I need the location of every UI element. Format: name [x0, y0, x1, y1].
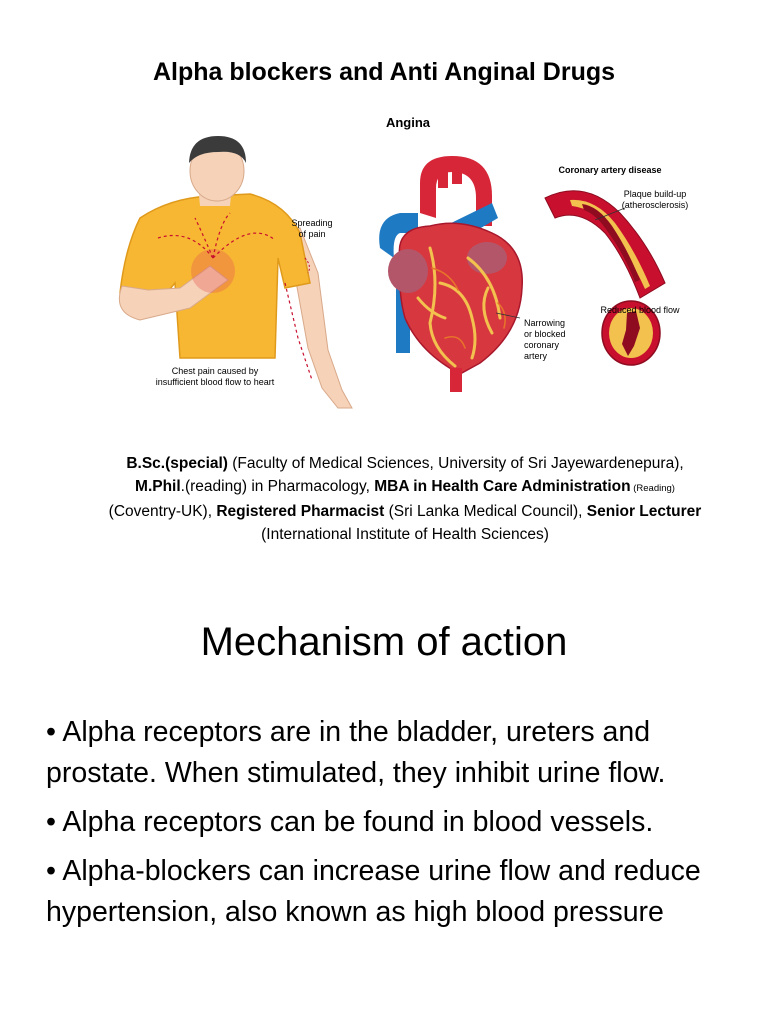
plaque-label-line2: (atherosclerosis): [622, 200, 689, 210]
heart-label-line2: or blocked: [524, 329, 566, 339]
angina-heading: Angina: [386, 115, 431, 130]
degree-mba: MBA in Health Care Administration: [374, 478, 631, 495]
position-lecturer: Senior Lecturer: [586, 503, 702, 520]
bullet-item: • Alpha receptors can be found in blood …: [46, 806, 654, 838]
heart-icon: [379, 156, 523, 392]
bullet-item: • Alpha-blockers can increase urine flow…: [46, 855, 701, 928]
spreading-label-line2: of pain: [298, 229, 325, 239]
author-credentials: B.Sc.(special) (Faculty of Medical Scien…: [60, 452, 750, 546]
spreading-arrow-icon: [304, 257, 310, 274]
bullet-item: • Alpha receptors are in the bladder, ur…: [46, 716, 666, 789]
person-figure: [118, 136, 353, 409]
degree-bsc-detail: (Faculty of Medical Sciences, University…: [227, 455, 684, 472]
angina-illustration: Angina Spreading of pain Chest pain caus…: [118, 115, 689, 409]
bullet-list: • Alpha receptors are in the bladder, ur…: [46, 712, 746, 941]
registration-pharmacist: Registered Pharmacist: [216, 503, 385, 520]
chest-pain-caption-line1: Chest pain caused by: [172, 366, 259, 376]
degree-mba-detail: (Coventry-UK),: [108, 503, 217, 520]
registration-detail: (Sri Lanka Medical Council),: [384, 503, 587, 520]
degree-bsc: B.Sc.(special): [126, 455, 228, 472]
chest-pain-caption-line2: insufficient blood flow to heart: [156, 377, 275, 387]
spreading-label-line1: Spreading: [291, 218, 332, 228]
reduced-flow-label: Reduced blood flow: [600, 305, 680, 315]
degree-mphil: M.Phil: [135, 478, 181, 495]
heart-label-line4: artery: [524, 351, 548, 361]
position-detail: (International Institute of Health Scien…: [261, 526, 549, 543]
heart-label-line3: coronary: [524, 340, 560, 350]
plaque-label-line1: Plaque build-up: [624, 189, 687, 199]
cad-heading: Coronary artery disease: [558, 165, 661, 175]
degree-mba-note: (Reading): [630, 483, 675, 494]
degree-mphil-detail: .(reading) in Pharmacology,: [180, 478, 375, 495]
slide-title: Alpha blockers and Anti Anginal Drugs: [152, 58, 616, 86]
section-title: Mechanism of action: [200, 620, 568, 664]
artery-section-icon: [544, 190, 666, 366]
heart-label-line1: Narrowing: [524, 318, 565, 328]
